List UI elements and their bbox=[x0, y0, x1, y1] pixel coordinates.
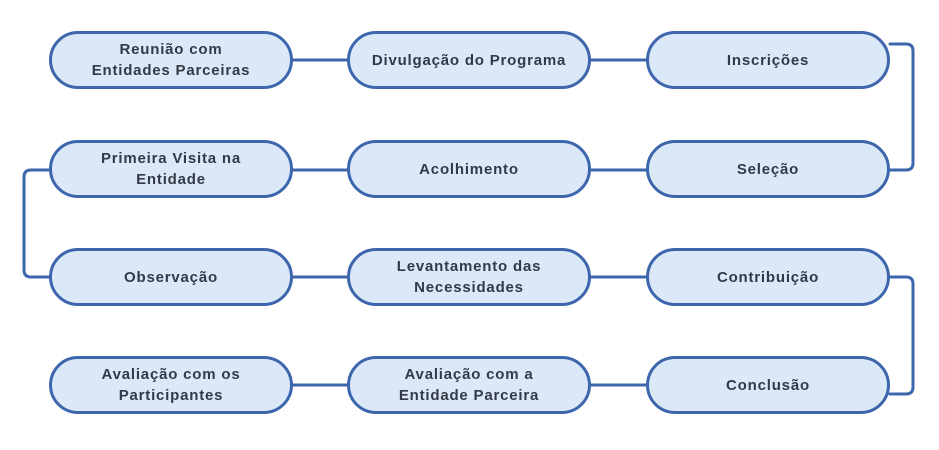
step-contribuicao: Contribuição bbox=[646, 248, 890, 306]
step-label: Observação bbox=[124, 268, 218, 286]
step-label: Avaliação com os Participantes bbox=[101, 366, 241, 404]
step-conclusao: Conclusão bbox=[646, 356, 890, 414]
step-label: Levantamento das Necessidades bbox=[396, 258, 542, 296]
step-inscricoes: Inscrições bbox=[646, 31, 890, 89]
connector-inscricoes-selecao bbox=[888, 42, 915, 172]
step-primeira-visita: Primeira Visita na Entidade bbox=[49, 140, 293, 198]
step-label: Inscrições bbox=[726, 51, 810, 69]
step-label: Acolhimento bbox=[419, 160, 519, 178]
step-levantamento-necessidades: Levantamento das Necessidades bbox=[347, 248, 591, 306]
step-label: Reunião com Entidades Parceiras bbox=[91, 41, 251, 79]
step-avaliacao-entidade: Avaliação com a Entidade Parceira bbox=[347, 356, 591, 414]
step-observacao: Observação bbox=[49, 248, 293, 306]
step-label: Avaliação com a Entidade Parceira bbox=[398, 366, 540, 404]
step-acolhimento: Acolhimento bbox=[347, 140, 591, 198]
step-label: Divulgação do Programa bbox=[371, 51, 567, 69]
connector-primeira-visita-observacao bbox=[22, 168, 51, 279]
step-label: Contribuição bbox=[716, 268, 820, 286]
step-avaliacao-participantes: Avaliação com os Participantes bbox=[49, 356, 293, 414]
step-label: Conclusão bbox=[726, 376, 810, 394]
step-reuniao-entidades: Reunião com Entidades Parceiras bbox=[49, 31, 293, 89]
step-selecao: Seleção bbox=[646, 140, 890, 198]
step-divulgacao: Divulgação do Programa bbox=[347, 31, 591, 89]
step-label: Primeira Visita na Entidade bbox=[100, 150, 242, 188]
connector-contribuicao-conclusao bbox=[888, 275, 915, 396]
step-label: Seleção bbox=[736, 160, 800, 178]
